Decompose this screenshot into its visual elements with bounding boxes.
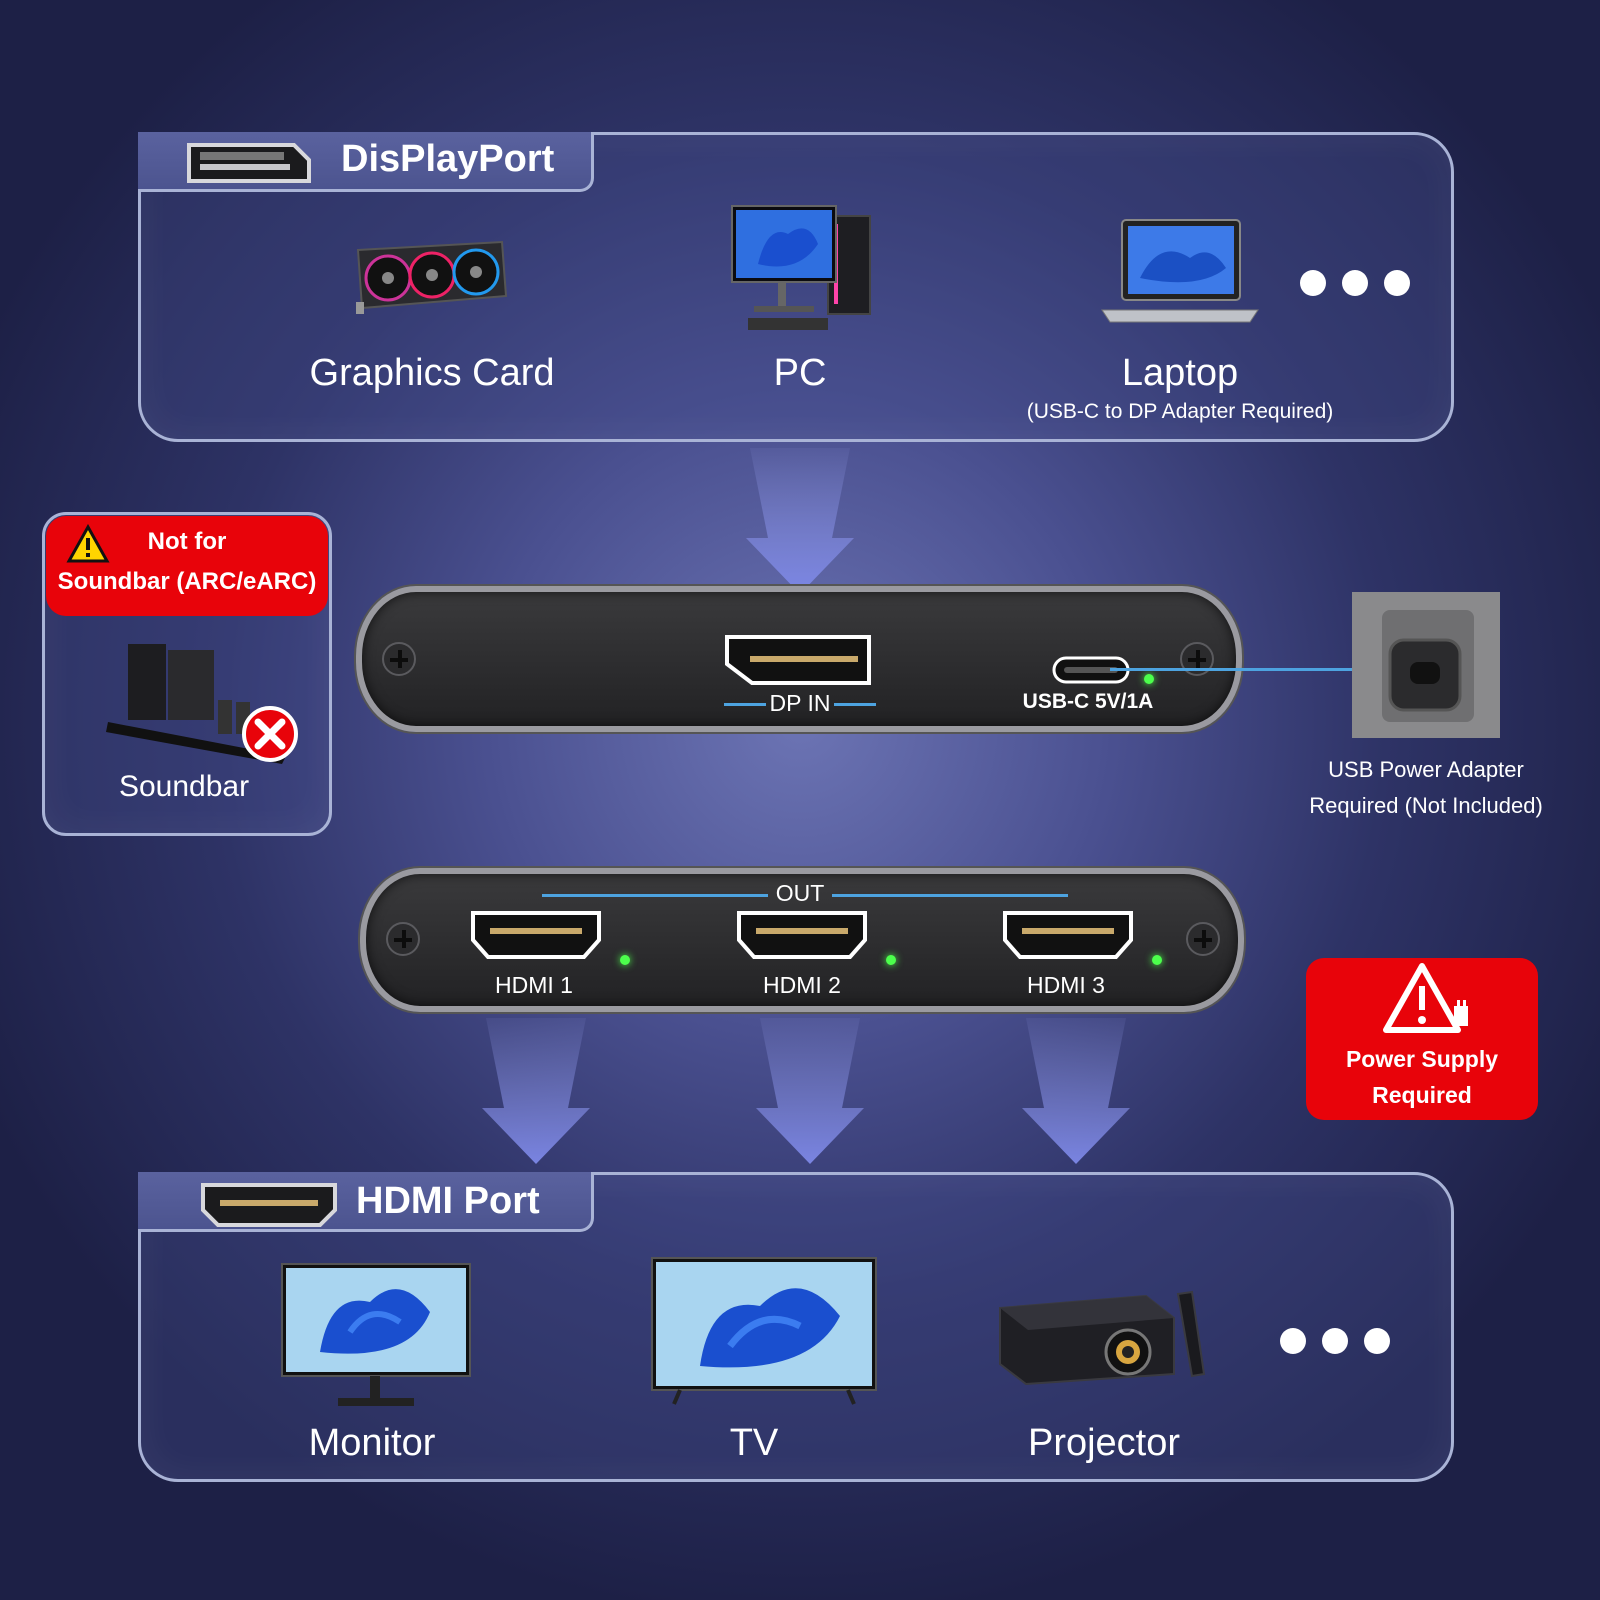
device-sublabel-laptop: (USB-C to DP Adapter Required) bbox=[1026, 400, 1334, 423]
power-adapter-line1: USB Power Adapter bbox=[1328, 757, 1524, 782]
power-cable bbox=[1110, 668, 1420, 671]
more-dots-icon bbox=[1300, 270, 1410, 296]
screw-icon bbox=[1186, 922, 1220, 956]
warning-triangle-icon bbox=[66, 524, 110, 563]
usb-c-led bbox=[1144, 674, 1154, 684]
hdmi-port-icon bbox=[737, 911, 867, 959]
displayport-title: DisPlayPort bbox=[341, 138, 555, 180]
arrow-down-icon bbox=[482, 1018, 590, 1164]
soundbar-warning-banner: Not for Soundbar (ARC/eARC) bbox=[46, 516, 328, 616]
hdmi-connector-icon bbox=[201, 1183, 337, 1227]
device-label-tv: TV bbox=[729, 1422, 779, 1464]
dp-in-port-icon bbox=[725, 635, 871, 685]
desktop-pc-icon bbox=[731, 205, 871, 330]
hdmi-1-label: HDMI 1 bbox=[495, 972, 573, 998]
soundbar-warning-line1: Not for bbox=[147, 528, 227, 555]
usb-power-adapter-icon bbox=[1352, 592, 1500, 738]
power-warning-line1: Power Supply bbox=[1345, 1046, 1499, 1072]
device-label-monitor: Monitor bbox=[308, 1422, 436, 1464]
dp-in-line-right bbox=[834, 703, 876, 706]
projector-icon bbox=[999, 1290, 1206, 1386]
laptop-icon bbox=[1101, 219, 1259, 323]
power-warning-box: Power Supply Required bbox=[1306, 958, 1538, 1120]
device-label-soundbar: Soundbar bbox=[118, 770, 250, 803]
soundbar-warning-line2: Soundbar (ARC/eARC) bbox=[57, 568, 317, 595]
device-label-laptop: Laptop bbox=[1121, 352, 1239, 394]
screw-icon bbox=[386, 922, 420, 956]
hdmi-1-led bbox=[620, 955, 630, 965]
hdmi-3-label: HDMI 3 bbox=[1027, 972, 1105, 998]
out-line-left bbox=[542, 894, 768, 897]
arrow-down-icon bbox=[756, 1018, 864, 1164]
soundbar-icon bbox=[106, 644, 298, 764]
power-adapter-note: USB Power Adapter Required (Not Included… bbox=[1286, 752, 1566, 824]
arrow-down-icon bbox=[746, 448, 854, 594]
device-label-pc: PC bbox=[773, 352, 827, 394]
more-dots-icon bbox=[1280, 1328, 1390, 1354]
hdmi-2-label: HDMI 2 bbox=[763, 972, 841, 998]
dp-in-label: DP IN bbox=[769, 690, 831, 716]
power-adapter-line2: Required (Not Included) bbox=[1309, 793, 1543, 818]
tv-icon bbox=[651, 1257, 877, 1405]
power-warning-icon bbox=[1383, 963, 1468, 1033]
out-line-right bbox=[832, 894, 1068, 897]
device-label-projector: Projector bbox=[1027, 1422, 1181, 1464]
hdmi-title: HDMI Port bbox=[356, 1180, 540, 1222]
hdmi-2-led bbox=[886, 955, 896, 965]
graphics-card-icon bbox=[356, 240, 508, 314]
hdmi-port-icon bbox=[1003, 911, 1133, 959]
out-label: OUT bbox=[775, 880, 825, 906]
hdmi-port-icon bbox=[471, 911, 601, 959]
power-warning-line2: Required bbox=[1372, 1082, 1472, 1108]
displayport-connector-icon bbox=[187, 143, 311, 183]
screw-icon bbox=[382, 642, 416, 676]
dp-in-line-left bbox=[724, 703, 766, 706]
hdmi-3-led bbox=[1152, 955, 1162, 965]
monitor-icon bbox=[281, 1263, 471, 1406]
arrow-down-icon bbox=[1022, 1018, 1130, 1164]
usb-c-label: USB-C 5V/1A bbox=[1022, 690, 1154, 713]
device-label-graphics-card: Graphics Card bbox=[309, 352, 555, 394]
